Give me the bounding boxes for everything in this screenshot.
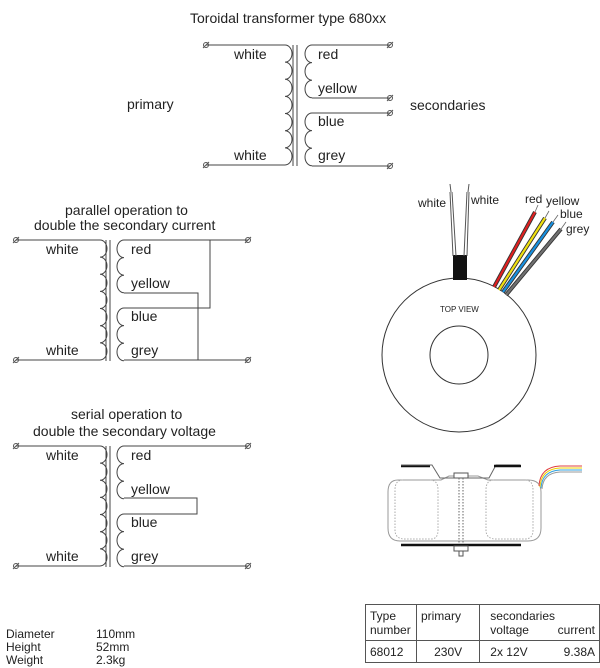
- lead-blue: [502, 221, 554, 293]
- serial-schematic: [16, 445, 248, 568]
- topview-lead-blue-label: blue: [560, 207, 583, 221]
- toroid-side-view: [387, 464, 582, 557]
- spec-row: Weight 2.3kg: [6, 654, 135, 667]
- cell-secondaries: 2x 12V 9.38A: [479, 640, 600, 663]
- serial-title-line1: serial operation to: [71, 406, 183, 422]
- topview-primary-lead-left: white: [418, 196, 447, 210]
- parallel-wire-grey: grey: [131, 342, 159, 358]
- parallel-title-line2: double the secondary current: [34, 217, 216, 233]
- header-secondaries-label: secondaries: [490, 609, 555, 623]
- parallel-title-line1: parallel operation to: [65, 202, 188, 218]
- spec-row: Diameter 110mm: [6, 628, 135, 641]
- topview-lead-grey-label: grey: [566, 222, 590, 236]
- parallel-wire-red: red: [131, 241, 152, 257]
- spec-value: 2.3kg: [96, 653, 126, 667]
- header-voltage: voltage: [490, 623, 529, 637]
- main-wire-grey: grey: [318, 147, 346, 163]
- topview-lead-yellow-label: yellow: [546, 194, 580, 208]
- topview-primary-lead-right: white: [471, 193, 500, 207]
- cell-type: 68012: [365, 640, 417, 663]
- toroid-top-view: [381, 183, 567, 433]
- primary-label: primary: [127, 96, 174, 112]
- main-schematic: [206, 44, 390, 167]
- header-current: current: [557, 623, 595, 637]
- parallel-schematic: [16, 239, 248, 362]
- main-primary-wire-bottom: white: [234, 147, 267, 163]
- main-wire-red: red: [318, 46, 339, 62]
- page-title: Toroidal transformer type 680xx: [190, 10, 387, 26]
- cell-current: 9.38A: [563, 645, 595, 659]
- lead-grey: [505, 228, 562, 296]
- cell-voltage: 2x 12V: [490, 645, 528, 659]
- parallel-wire-blue: blue: [131, 308, 158, 324]
- table-row: 68012 230V 2x 12V 9.38A: [365, 640, 600, 663]
- primary-coil: [284, 44, 293, 166]
- serial-title-line2: double the secondary voltage: [33, 423, 216, 439]
- main-wire-blue: blue: [318, 113, 345, 129]
- secondary-coil-1: [304, 44, 313, 99]
- parallel-wire-yellow: yellow: [131, 275, 170, 291]
- topview-lead-red-label: red: [525, 192, 543, 206]
- spec-row: Height 52mm: [6, 641, 135, 654]
- spec-label: Diameter: [6, 627, 55, 641]
- spec-label: Weight: [6, 653, 44, 667]
- serial-wire-yellow: yellow: [131, 481, 170, 497]
- parallel-primary-wire-top: white: [46, 241, 79, 257]
- terminal-symbols: [12, 41, 394, 570]
- primary-leads: [449, 183, 470, 257]
- header-primary: primary: [415, 604, 481, 641]
- serial-wire-blue: blue: [131, 514, 158, 530]
- main-primary-wire-top: white: [234, 46, 267, 62]
- main-wire-yellow: yellow: [318, 80, 357, 96]
- toroid-hole: [429, 325, 489, 385]
- serial-primary-wire-top: white: [46, 447, 79, 463]
- spec-value: 110mm: [96, 627, 136, 641]
- serial-primary-wire-bottom: white: [46, 548, 79, 564]
- lead-yellow: [498, 217, 546, 291]
- cell-primary: 230V: [415, 640, 481, 663]
- parallel-primary-wire-bottom: white: [46, 342, 79, 358]
- primary-lead-sleeve: [453, 255, 467, 280]
- serial-wire-grey: grey: [131, 548, 159, 564]
- serial-wire-red: red: [131, 447, 152, 463]
- secondary-leads: [492, 204, 567, 297]
- spec-value: 52mm: [96, 640, 130, 654]
- top-view-label: TOP VIEW: [440, 305, 479, 314]
- secondary-coil-2: [304, 112, 313, 167]
- lead-red: [493, 211, 536, 288]
- specs-list: Diameter 110mm Height 52mm Weight 2.3kg: [6, 628, 135, 667]
- secondaries-label: secondaries: [410, 97, 486, 113]
- header-secondaries: secondaries voltage current: [479, 604, 600, 641]
- spec-label: Height: [6, 640, 41, 654]
